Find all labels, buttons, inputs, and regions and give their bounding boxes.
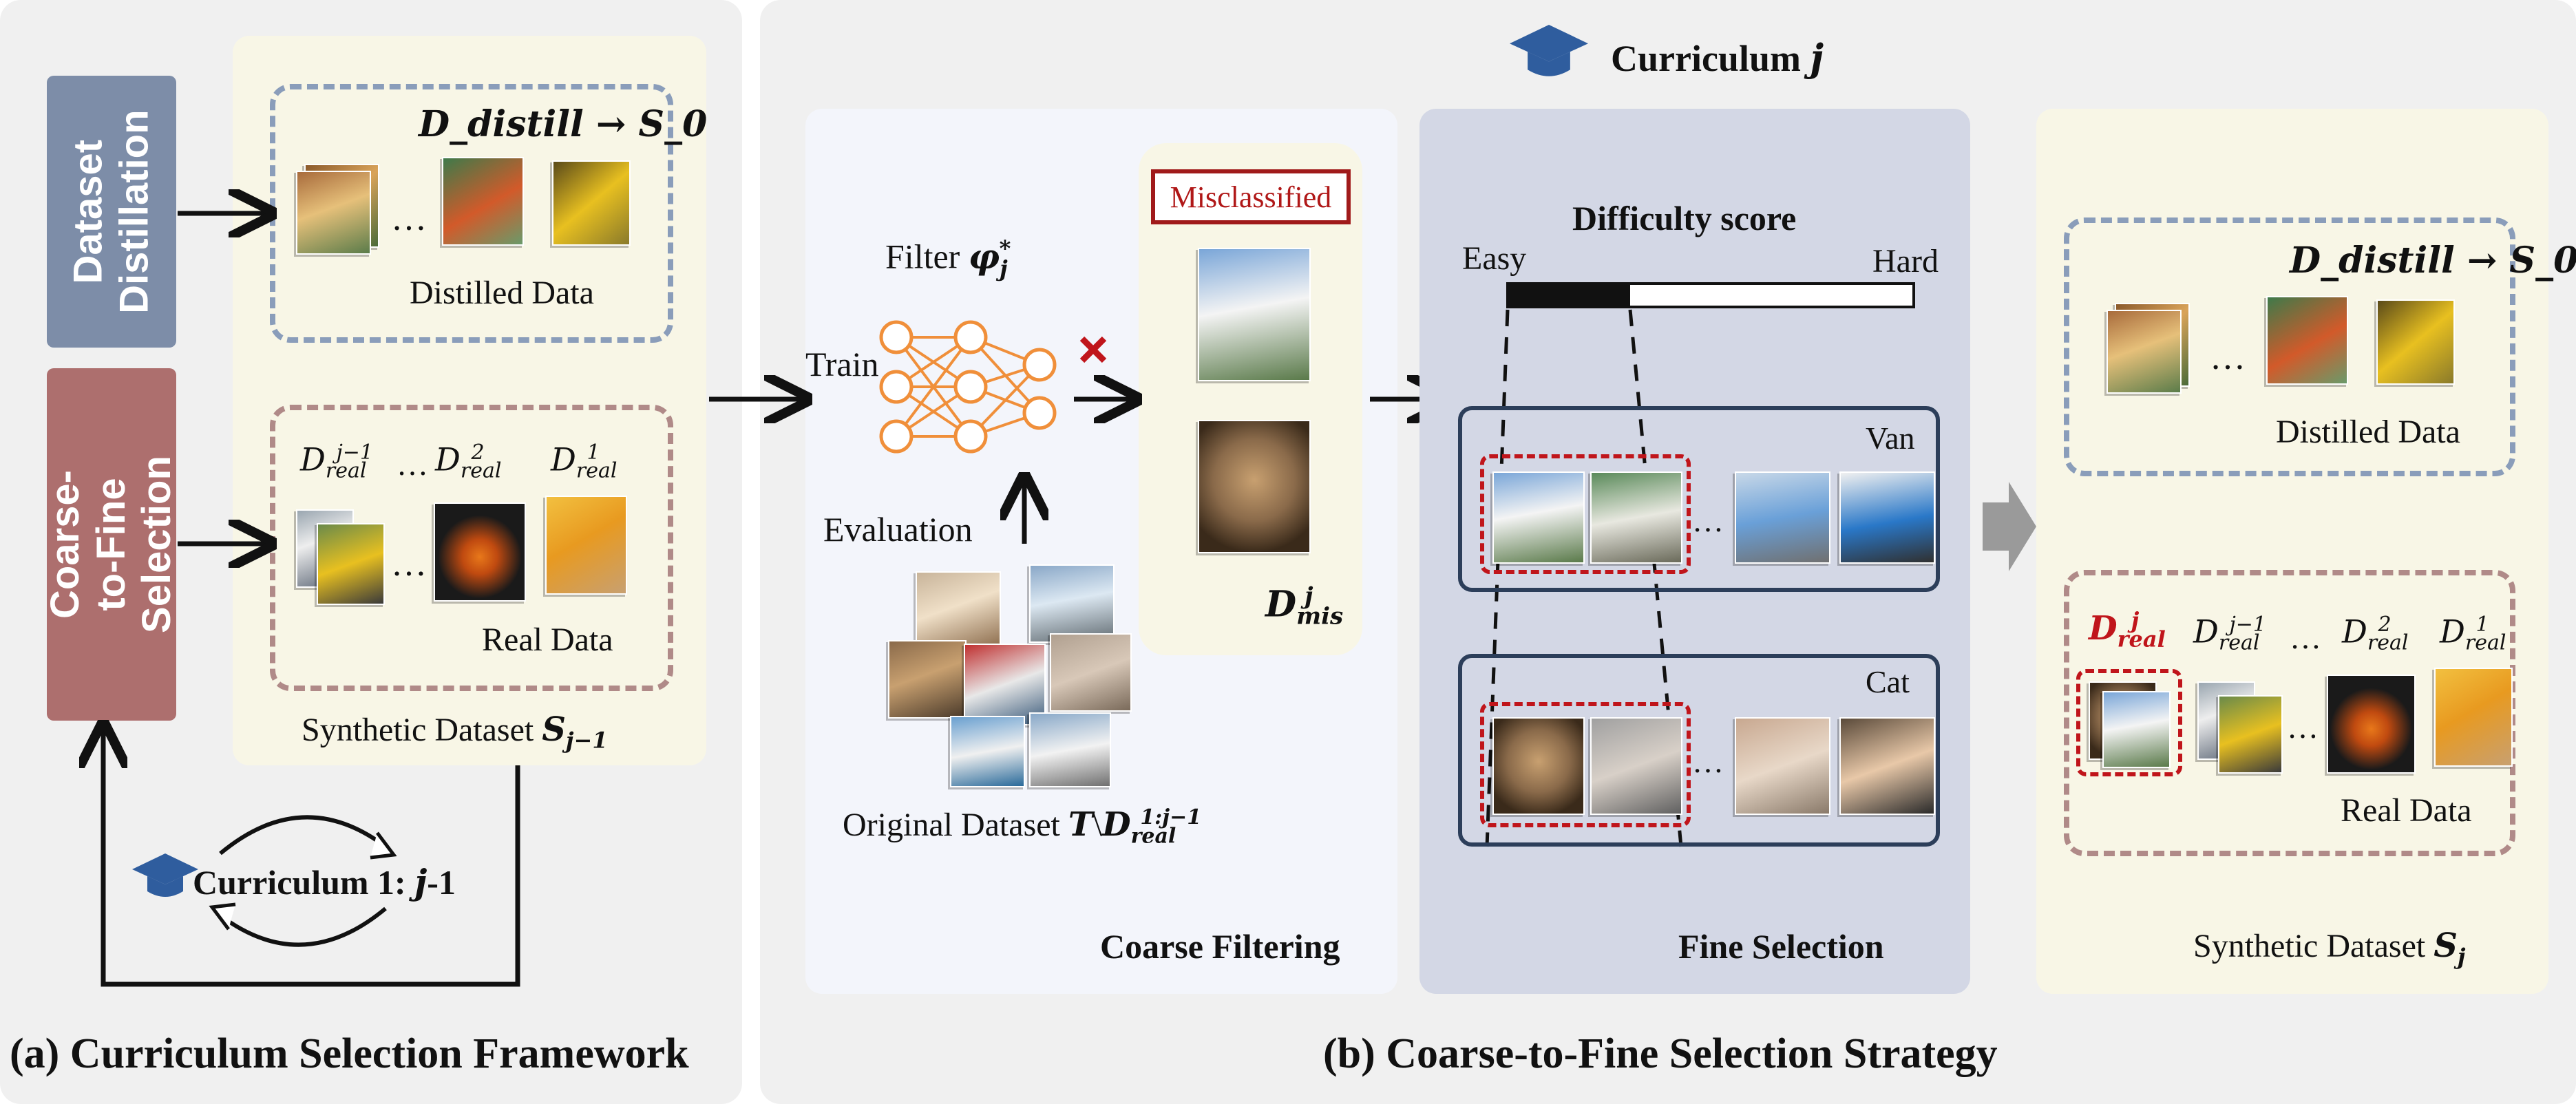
real-image-fish xyxy=(434,502,526,602)
misclassified-label: Misclassified xyxy=(1170,180,1332,214)
real-data-caption: Real Data xyxy=(482,622,613,658)
panel-b-arrows xyxy=(709,336,1473,544)
cat-selected-box xyxy=(1480,702,1691,827)
evaluation-label: Evaluation xyxy=(823,510,973,549)
distilled-data-caption: Distilled Data xyxy=(410,275,594,311)
out-ellipsis: … xyxy=(2210,338,2246,377)
distilled-image-1b xyxy=(296,171,371,255)
panel-a-caption: (a) Curriculum Selection Framework xyxy=(10,1030,689,1077)
out-distilled-image-3 xyxy=(2376,299,2455,385)
cat-image-2 xyxy=(1590,717,1682,815)
van-ellipsis: … xyxy=(1692,503,1724,538)
out-real-label-2: Dreal2 xyxy=(2342,613,2409,655)
out-real-image-lemon xyxy=(2434,668,2513,767)
out-real-ellipsis-2: … xyxy=(2287,710,2319,745)
original-dataset-label: Original Dataset T\Dreal1:j−1 xyxy=(843,805,1202,849)
synthetic-dataset-caption: Synthetic Dataset Sj−1 xyxy=(302,710,608,754)
ellipsis: … xyxy=(391,544,427,584)
real-label-j-1: Drealj−1 xyxy=(300,440,373,483)
van-selected-box xyxy=(1480,454,1691,574)
train-label: Train xyxy=(805,345,879,383)
curriculum-loop-label: Curriculum 1: j-1 xyxy=(193,862,456,902)
orig-image-truck xyxy=(1029,712,1111,787)
out-synthetic-caption: Synthetic Dataset Sj xyxy=(2193,926,2466,970)
out-real-new-label: Drealj xyxy=(2089,607,2166,652)
d-mis-label: Dmisj xyxy=(1265,582,1344,630)
class-cat-label: Cat xyxy=(1866,664,1910,699)
cat-ellipsis: … xyxy=(1692,744,1724,779)
out-real-image-fish xyxy=(2327,675,2416,774)
out-real-label-j-1: Drealj−1 xyxy=(2193,613,2266,655)
output-synthetic-panel xyxy=(2036,109,2548,994)
out-real-box xyxy=(2064,570,2515,856)
real-label-1: Dreal1 xyxy=(551,440,617,483)
cat-image-3 xyxy=(1735,717,1830,815)
distilled-image-2 xyxy=(442,157,524,246)
curriculum-title: Curriculum j xyxy=(1611,36,1824,80)
difficulty-score-title: Difficulty score xyxy=(1572,199,1797,237)
orig-image-cat xyxy=(888,640,967,719)
van-image-1 xyxy=(1492,471,1585,564)
out-distilled-box xyxy=(2064,217,2515,476)
coarse-filtering-label: Coarse Filtering xyxy=(1100,927,1340,966)
ellipsis: … xyxy=(391,199,427,238)
out-distilled-caption: Distilled Data xyxy=(2276,414,2460,450)
cycle-arrows-icon xyxy=(179,792,427,970)
original-dataset-images xyxy=(874,564,1136,792)
orig-image-bird xyxy=(1029,564,1115,643)
out-real-ellipsis: … xyxy=(2290,620,2321,655)
filter-label: Filter φj* xyxy=(885,235,1011,282)
distilled-images-row: … xyxy=(296,157,654,260)
real-label-ellipsis: … xyxy=(397,447,428,482)
out-distill-formula: D_distill → S_0 xyxy=(2290,240,2576,282)
orig-image-ship xyxy=(950,716,1025,787)
mis-image-truck xyxy=(1198,248,1311,381)
graduation-cap-icon xyxy=(1508,21,1590,86)
graduation-cap-icon xyxy=(131,850,200,905)
distilled-image-3 xyxy=(552,160,631,246)
difficulty-bar-fill xyxy=(1509,285,1630,306)
neural-network-icon xyxy=(879,320,1057,454)
van-image-3 xyxy=(1735,471,1830,564)
cat-image-1 xyxy=(1492,717,1585,815)
out-distilled-image-2 xyxy=(2266,296,2348,385)
out-distilled-images: … xyxy=(2107,296,2492,399)
mis-image-cat xyxy=(1198,420,1311,553)
van-image-4 xyxy=(1839,471,1935,564)
real-label-2: Dreal2 xyxy=(435,440,502,483)
out-distilled-image-1b xyxy=(2107,310,2182,394)
difficulty-bar xyxy=(1506,282,1915,308)
dataset-distillation-block: Dataset Distillation xyxy=(47,76,176,348)
out-real-caption: Real Data xyxy=(2341,792,2472,829)
out-real-image-bus xyxy=(2218,695,2283,774)
out-real-label-1: Dreal1 xyxy=(2440,613,2506,655)
orig-image-boat xyxy=(964,644,1046,725)
cross-icon xyxy=(1079,336,1107,363)
panel-a-arrows xyxy=(0,0,520,987)
fine-selection-label: Fine Selection xyxy=(1678,927,1884,966)
real-image-lemon xyxy=(545,496,627,595)
misclassified-panel xyxy=(1139,143,1362,655)
coarse-to-fine-block: Coarse-to-Fine Selection xyxy=(43,368,179,721)
easy-label: Easy xyxy=(1462,240,1527,277)
out-new-image-2 xyxy=(2102,691,2171,768)
distill-formula: D_distill → S_0 xyxy=(419,103,708,145)
orig-image-dog xyxy=(916,571,1001,650)
real-images-row: … xyxy=(296,496,654,606)
class-van-label: Van xyxy=(1866,421,1915,456)
class-cat-box xyxy=(1458,654,1940,847)
cat-image-4 xyxy=(1839,717,1935,815)
real-image-bus xyxy=(317,523,385,605)
out-new-selection-box xyxy=(2076,669,2182,776)
misclassified-badge: Misclassified xyxy=(1151,169,1351,224)
hard-label: Hard xyxy=(1872,243,1939,279)
panel-b-caption: (b) Coarse-to-Fine Selection Strategy xyxy=(1323,1030,1998,1077)
orig-image-elephant xyxy=(1050,633,1132,712)
van-image-2 xyxy=(1590,471,1682,564)
gray-arrow-icon xyxy=(1983,482,2036,571)
class-van-box xyxy=(1458,406,1940,592)
